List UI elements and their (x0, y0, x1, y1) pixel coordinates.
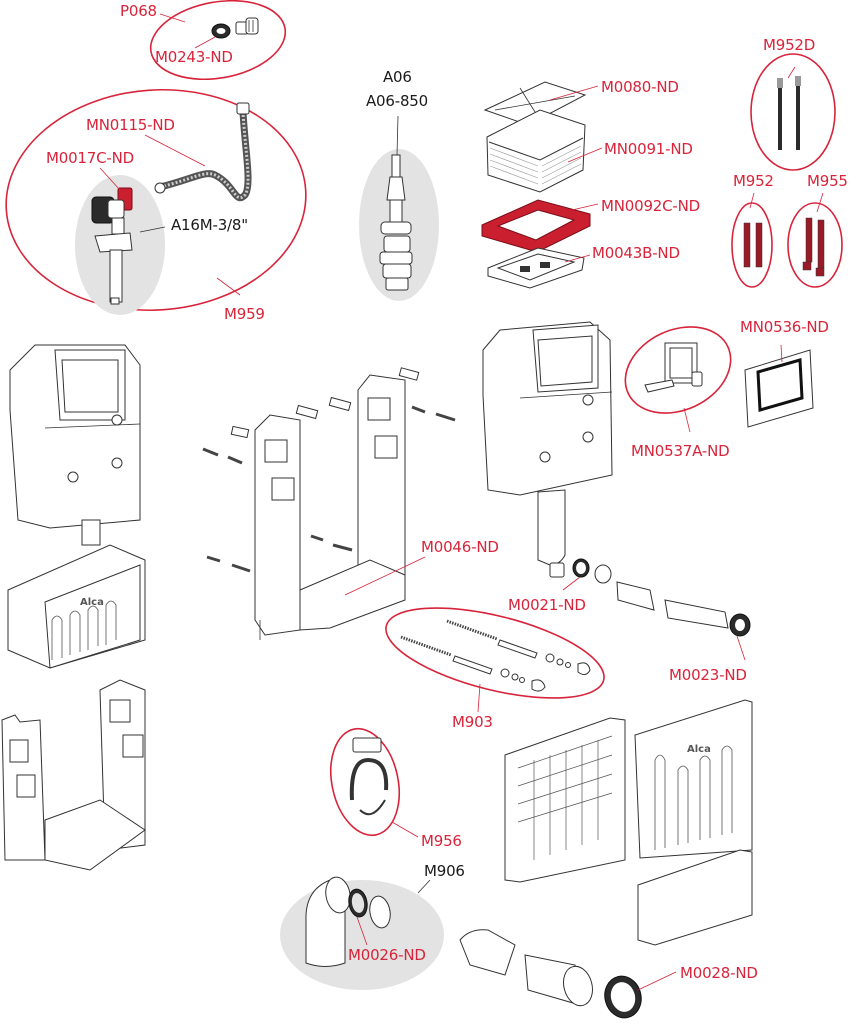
leader-m955 (816, 192, 824, 213)
mounting-frame (202, 367, 456, 640)
flush-pipe (537, 489, 566, 566)
brand-mark-alca-left: Alca (80, 597, 104, 608)
label-m0043b-nd[interactable]: M0043B-ND (592, 244, 680, 262)
label-m0028-nd[interactable]: M0028-ND (680, 964, 758, 982)
leader-m0046 (344, 556, 426, 596)
rod-red-part (755, 222, 763, 268)
hose-nut-top (236, 102, 250, 115)
group-outline-p068 (149, 0, 287, 81)
label-m956[interactable]: M956 (421, 832, 462, 850)
label-mn0536-nd[interactable]: MN0536-ND (740, 318, 829, 336)
leader-mn0092c (571, 203, 599, 211)
clamp-m956 (330, 727, 419, 838)
actuator-group (624, 326, 814, 433)
cover-panel (634, 699, 753, 859)
service-opening-stack (481, 81, 603, 289)
label-mn0092c-nd[interactable]: MN0092C-ND (601, 197, 700, 215)
label-m0021-nd[interactable]: M0021-ND (508, 596, 586, 614)
label-mn0091-nd[interactable]: MN0091-ND (604, 140, 693, 158)
leader-mn0537a (683, 407, 691, 433)
leader-a16m (139, 226, 166, 233)
leader-m0021 (562, 576, 581, 591)
leader-m0028 (637, 971, 677, 991)
leader-m0043b (564, 254, 591, 263)
label-a06-850[interactable]: A06-850 (366, 92, 428, 110)
actuator-mechanism-part (644, 342, 703, 393)
right-cistern-assembly (482, 321, 751, 661)
label-mn0537a-nd[interactable]: MN0537A-ND (631, 442, 730, 460)
group-outline-m903 (385, 607, 605, 699)
left-cistern-assembly: Alca (1, 344, 146, 871)
leader-mn0536 (780, 344, 783, 363)
cover-grid (504, 717, 626, 883)
rod-red-part (743, 222, 751, 268)
fill-valve-part (91, 187, 133, 305)
valve-connector-part (235, 17, 259, 35)
label-a06[interactable]: A06 (383, 68, 412, 86)
leader-m952 (749, 192, 755, 209)
rod-red-part (805, 217, 813, 263)
group-outline-m959 (5, 88, 307, 312)
leader-m903 (477, 683, 481, 713)
leader-m906 (417, 879, 431, 894)
pipe-sleeve (459, 929, 516, 976)
leader-m0026 (356, 916, 368, 946)
group-outline-m952 (731, 202, 773, 288)
label-p068[interactable]: P068 (120, 2, 157, 20)
frame-base (44, 799, 146, 871)
label-m952d[interactable]: M952D (763, 36, 816, 54)
leader-m0080 (549, 85, 599, 101)
group-outline-m956 (330, 727, 400, 837)
label-m0243-nd[interactable]: M0243-ND (155, 48, 233, 66)
group-outline-m955 (787, 202, 843, 288)
leader-p068 (159, 13, 186, 23)
label-m0046-nd[interactable]: M0046-ND (421, 538, 499, 556)
label-m906[interactable]: M906 (424, 862, 465, 880)
right-covers: Alca (459, 699, 753, 1019)
pipe-segment (616, 581, 655, 611)
group-m959 (5, 88, 307, 315)
rod-red-part (817, 219, 825, 269)
leader-m959 (216, 277, 241, 296)
label-a16m-3-8[interactable]: A16M-3/8" (171, 216, 248, 234)
leader-mn0091 (567, 147, 603, 163)
leader-m0243 (194, 36, 216, 49)
pipe-segment (664, 599, 729, 629)
rod-part (778, 78, 782, 150)
seal-ring-hole (216, 28, 226, 34)
leader-a06 (396, 115, 399, 156)
label-m952[interactable]: M952 (733, 172, 774, 190)
label-mn0115-nd[interactable]: MN0115-ND (86, 116, 175, 134)
cover-lower (637, 849, 753, 946)
flex-hose-part (159, 111, 252, 201)
rods-group (731, 53, 843, 288)
group-p068 (149, 0, 287, 81)
leader-m0023 (736, 635, 746, 661)
leader-m0017c (99, 167, 121, 191)
label-m955[interactable]: M955 (807, 172, 848, 190)
label-m903[interactable]: M903 (452, 713, 493, 731)
frame-bottom (299, 559, 406, 631)
leader-mn0115 (144, 134, 206, 167)
brand-mark-alca-right: Alca (687, 744, 711, 755)
flush-valve-a06 (359, 115, 439, 301)
box-mn0091 (486, 109, 586, 193)
label-m959[interactable]: M959 (224, 305, 265, 323)
anchor-bolts (202, 405, 456, 573)
frame-m0080 (483, 81, 587, 126)
leader-m952d (787, 66, 796, 79)
rod-part (796, 76, 800, 150)
label-m0080-nd[interactable]: M0080-ND (601, 78, 679, 96)
leader-m956 (391, 821, 419, 838)
group-outline-mn0537a (624, 326, 732, 414)
rod-kit-m903 (385, 607, 605, 713)
elbow-m906 (280, 876, 444, 990)
label-m0026-nd[interactable]: M0026-ND (348, 946, 426, 964)
label-m0023-nd[interactable]: M0023-ND (669, 666, 747, 684)
group-outline-m952d (750, 53, 836, 171)
hose-nut-bottom (154, 182, 166, 194)
label-m0017c-nd[interactable]: M0017C-ND (46, 149, 134, 167)
